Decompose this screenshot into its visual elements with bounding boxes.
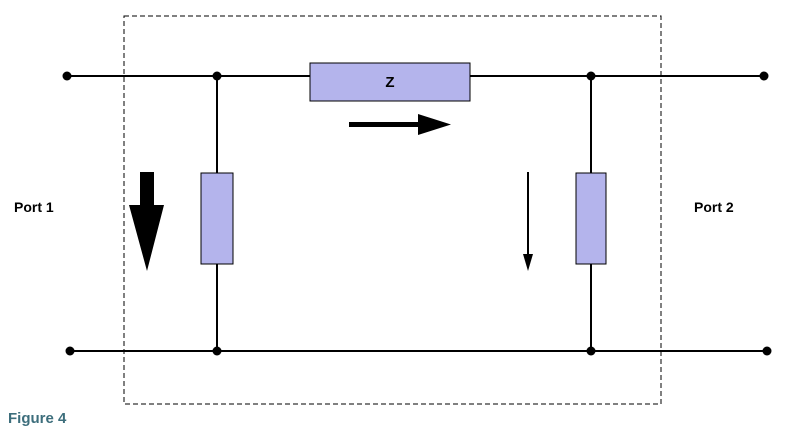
series-impedance-label: Z: [385, 74, 394, 91]
junction-bottom-left: [212, 346, 222, 356]
port2-bottom-terminal: [762, 346, 772, 356]
network-boundary: [123, 15, 662, 405]
series-impedance: [309, 62, 471, 102]
port1-label: Port 1: [14, 199, 54, 215]
port2-label: Port 2: [694, 199, 734, 215]
port2-current-arrow: [523, 172, 533, 271]
junction-top-right: [586, 71, 596, 81]
series-current-arrow: [349, 114, 451, 135]
port2-top-terminal: [759, 71, 769, 81]
figure-caption: Figure 4: [8, 410, 67, 427]
port1-top-terminal: [62, 71, 72, 81]
port1-current-arrow: [129, 172, 164, 271]
left-shunt-element: [200, 172, 234, 265]
port1-bottom-terminal: [65, 346, 75, 356]
right-shunt-element: [575, 172, 607, 265]
junction-bottom-right: [586, 346, 596, 356]
junction-top-left: [212, 71, 222, 81]
